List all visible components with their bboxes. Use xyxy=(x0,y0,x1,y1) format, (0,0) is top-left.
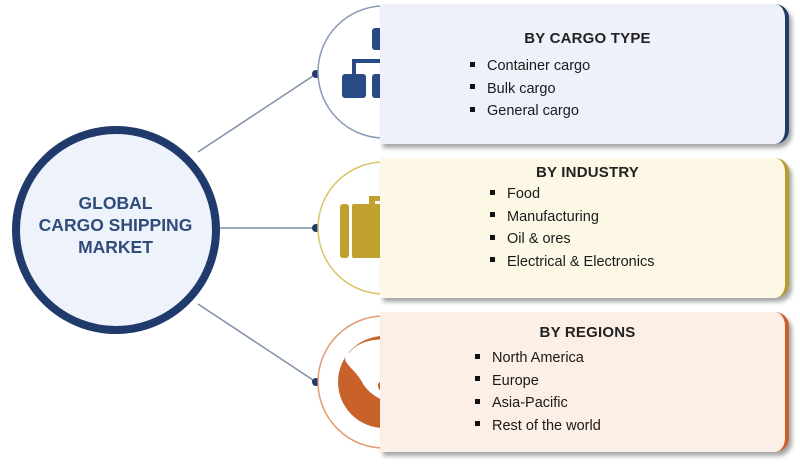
panel-regions-title: BY REGIONS xyxy=(539,324,636,341)
list-item: Manufacturing xyxy=(490,206,654,229)
center-title: GLOBAL CARGO SHIPPING MARKET xyxy=(28,192,203,258)
panel-cargo-type-title: BY CARGO TYPE xyxy=(524,30,651,47)
industry-list: Food Manufacturing Oil & ores Electrical… xyxy=(490,183,654,273)
center-circle xyxy=(12,126,220,334)
list-item: Oil & ores xyxy=(490,228,654,251)
list-item: Asia-Pacific xyxy=(475,392,601,415)
center-title-line2: CARGO SHIPPING xyxy=(38,215,193,235)
connector-regions xyxy=(197,303,317,383)
panel-industry-title: BY INDUSTRY xyxy=(535,164,640,181)
panel-industry: BY INDUSTRY Food Manufacturing Oil & ore… xyxy=(380,158,789,298)
regions-list: North America Europe Asia-Pacific Rest o… xyxy=(475,347,601,437)
panel-cargo-type: BY CARGO TYPE Container cargo Bulk cargo… xyxy=(380,4,789,144)
list-item: Food xyxy=(490,183,654,206)
center-title-line1: GLOBAL xyxy=(78,193,153,213)
list-item: General cargo xyxy=(470,100,590,123)
list-item: North America xyxy=(475,347,601,370)
list-item: Container cargo xyxy=(470,55,590,78)
cargo-type-list: Container cargo Bulk cargo General cargo xyxy=(470,55,590,123)
panel-regions: BY REGIONS North America Europe Asia-Pac… xyxy=(380,312,789,452)
list-item: Electrical & Electronics xyxy=(490,251,654,274)
list-item: Bulk cargo xyxy=(470,78,590,101)
center-title-line3: MARKET xyxy=(78,237,153,257)
list-item: Europe xyxy=(475,370,601,393)
connector-cargo xyxy=(197,73,317,153)
list-item: Rest of the world xyxy=(475,415,601,438)
